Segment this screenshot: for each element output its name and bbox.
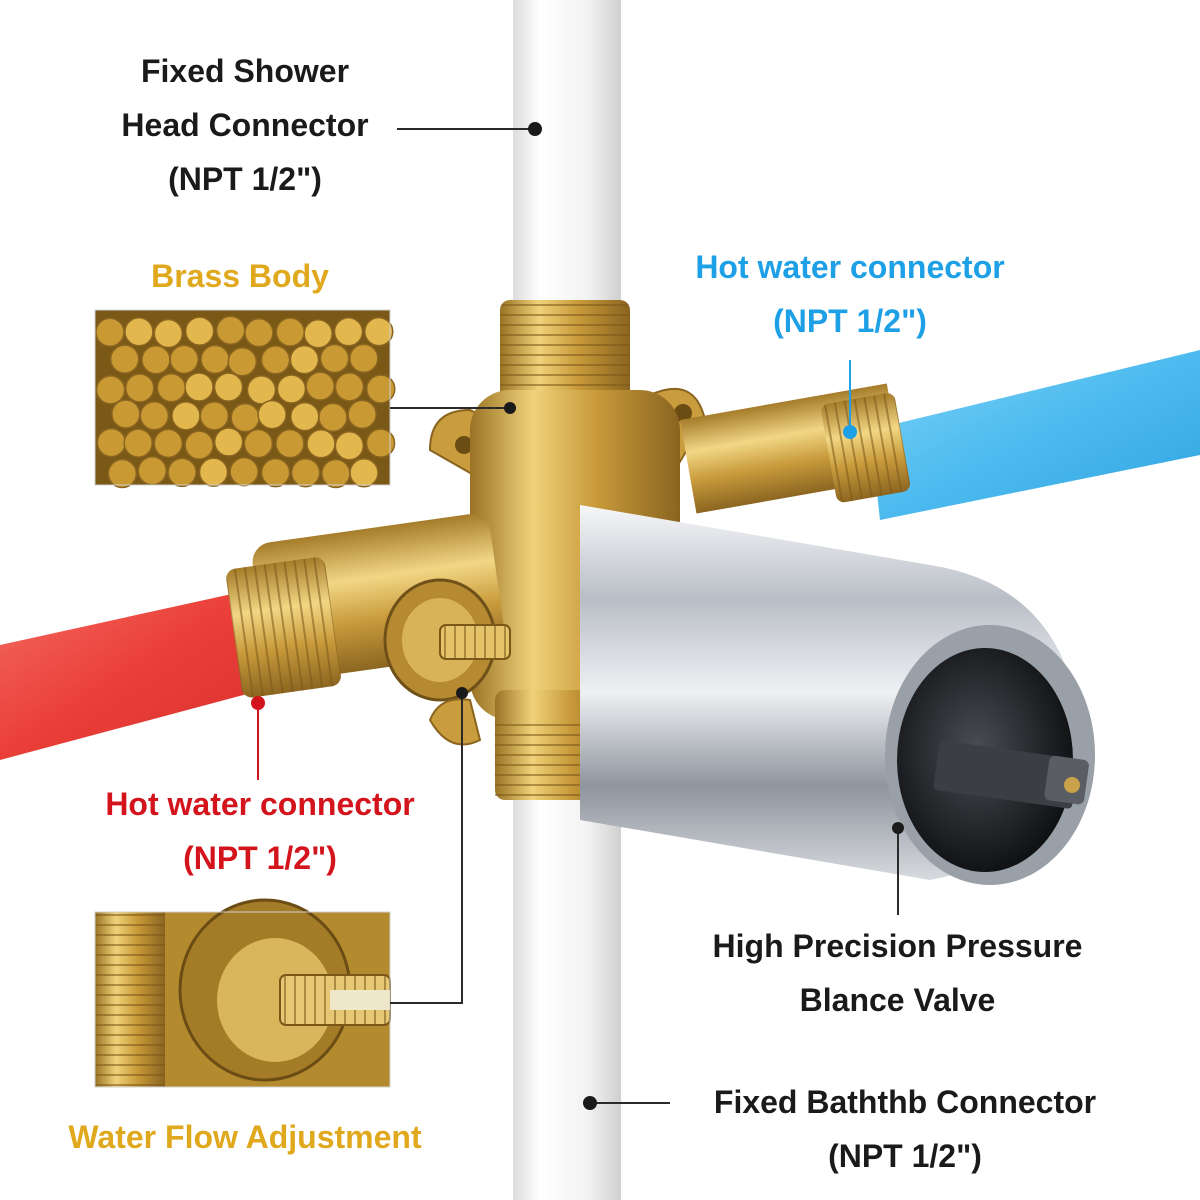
brass-rod-end — [246, 375, 277, 405]
brass-rod-end — [198, 457, 229, 487]
leader-dots — [251, 122, 904, 1110]
brass-rods-photo — [94, 309, 396, 489]
brass-rod-end — [199, 401, 230, 431]
brass-rod-end — [334, 430, 365, 461]
brass-rod-end — [95, 375, 126, 405]
label-flow: Water Flow Adjustment — [68, 1119, 422, 1155]
brass-rod-end — [167, 457, 197, 488]
brass-rod-end — [124, 317, 154, 347]
brass-rod-end — [347, 399, 377, 430]
brass-rod-end — [156, 373, 187, 403]
brass-rod-end — [244, 317, 274, 348]
brass-rod-end — [318, 402, 348, 433]
brass-rod-end — [349, 343, 379, 374]
label-bathtub: Fixed Baththb Connector (NPT 1/2") — [713, 1084, 1097, 1174]
brass-rod-end — [109, 344, 140, 374]
brass-rod-end — [257, 399, 287, 430]
brass-rod-end — [107, 458, 138, 489]
hot-side-pipe — [0, 590, 262, 760]
brass-rod-end — [289, 344, 320, 375]
brass-rod-end — [305, 371, 335, 401]
brass-rod-end — [96, 427, 127, 458]
brass-rod-end — [111, 399, 141, 429]
brass-rod-end — [306, 429, 336, 459]
brass-rod-end — [139, 401, 170, 431]
brass-rod-end — [200, 344, 230, 375]
brass-rod-end — [95, 317, 125, 347]
brass-rod-end — [349, 458, 379, 488]
brass-rod-end — [171, 401, 201, 431]
brass-rod-end — [275, 317, 305, 347]
brass-rod-end — [365, 374, 396, 404]
brass-rod-end — [230, 402, 260, 433]
label-valve: High Precision Pressure Blance Valve — [712, 928, 1083, 1018]
brass-rod-end — [365, 428, 396, 458]
brass-rod-end — [227, 346, 258, 377]
brass-rod-end — [321, 458, 351, 489]
brass-rod-end — [153, 318, 184, 349]
brass-rod-end — [276, 374, 307, 404]
brass-rod-end — [184, 372, 214, 402]
brass-rod-end — [123, 428, 153, 458]
brass-rod-end — [141, 345, 171, 375]
cold-side-pipe — [870, 350, 1200, 520]
brass-rod-end — [303, 319, 333, 349]
brass-rod-end — [333, 317, 364, 347]
brass-rod-end — [125, 373, 155, 403]
label-hot-right: Hot water connector (NPT 1/2") — [695, 249, 1005, 339]
brass-rod-end — [364, 316, 394, 347]
brass-rod-end — [213, 372, 244, 402]
label-brass-body: Brass Body — [151, 258, 329, 294]
brass-rod-end — [169, 344, 199, 375]
leader-lines — [257, 128, 899, 1104]
brass-rod-end — [275, 428, 305, 459]
brass-rod-end — [213, 427, 244, 457]
brass-rod-end — [184, 316, 215, 346]
brass-rod-end — [229, 456, 259, 487]
label-shower-head: Fixed Shower Head Connector (NPT 1/2") — [121, 53, 369, 197]
label-hot-left: Hot water connector (NPT 1/2") — [105, 786, 415, 876]
brass-rod-end — [184, 430, 214, 460]
brass-rod-end — [153, 428, 184, 459]
brass-rod-end — [243, 428, 274, 459]
brass-rod-end — [215, 315, 246, 346]
brass-rod-end — [290, 457, 321, 488]
brass-rod-end — [260, 345, 291, 375]
pressure-balance-cartridge — [580, 505, 1095, 885]
leader-flow — [390, 695, 463, 1004]
brass-rod-end — [260, 457, 291, 488]
brass-rod-end — [319, 343, 350, 374]
brass-rod-end — [137, 455, 168, 486]
brass-rod-end — [334, 372, 365, 402]
flow-adjustment-photo — [94, 898, 391, 1088]
brass-rod-end — [290, 401, 320, 432]
